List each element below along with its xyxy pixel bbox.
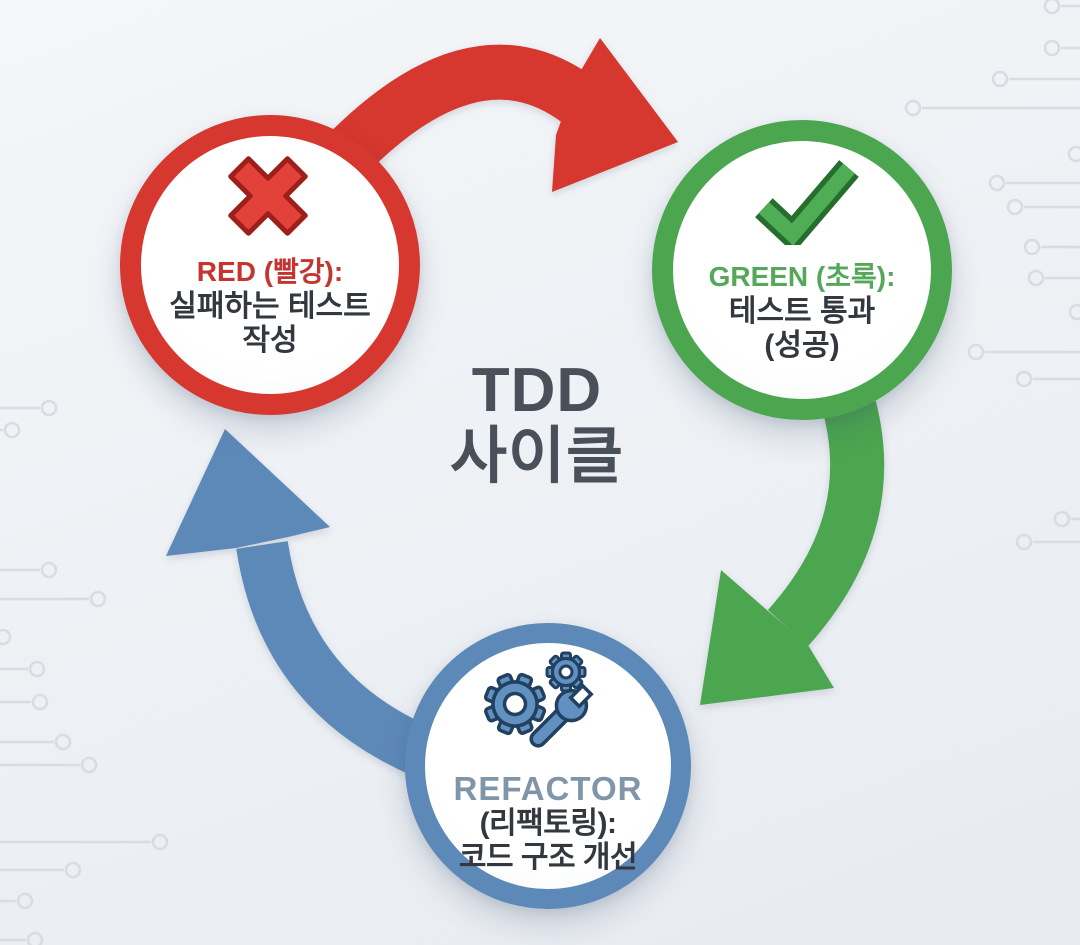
green-step-line2: (성공) xyxy=(764,329,840,362)
big-gear-icon xyxy=(483,672,547,736)
refactor-step-heading: REFACTOR xyxy=(453,770,643,807)
red-step-line2: 작성 xyxy=(242,324,298,357)
refactor-step-text: REFACTOR (리팩토링): 코드 구조 개선 xyxy=(425,771,671,875)
diagram-title-line2: 사이클 xyxy=(449,422,625,491)
red-step-text: RED (빨강): 실패하는 테스트 작성 xyxy=(141,254,399,358)
diagram-title: TDD 사이클 xyxy=(337,358,737,490)
red-step-line1: 실패하는 테스트 xyxy=(169,290,371,323)
refactor-step-circle: REFACTOR (리팩토링): 코드 구조 개선 xyxy=(405,623,691,909)
blue-arrow xyxy=(166,429,448,783)
refactor-step-line1: (리팩토링): xyxy=(479,807,617,840)
green-arrow xyxy=(700,386,885,705)
green-step-line1: 테스트 통과 xyxy=(728,295,876,328)
wrench-icon xyxy=(529,683,594,748)
green-step-text: GREEN (초록): 테스트 통과 (성공) xyxy=(673,259,931,363)
checkmark-icon xyxy=(755,160,859,245)
diagram-title-line1: TDD xyxy=(471,356,603,425)
x-mark-icon xyxy=(228,156,308,236)
green-step-heading: GREEN (초록): xyxy=(708,261,896,292)
small-gear-icon xyxy=(545,651,587,693)
red-step-heading: RED (빨강): xyxy=(196,256,344,287)
red-arrow xyxy=(311,38,678,192)
refactor-step-line2: 코드 구조 개선 xyxy=(458,841,638,874)
gears-and-wrench-icon xyxy=(483,651,594,748)
